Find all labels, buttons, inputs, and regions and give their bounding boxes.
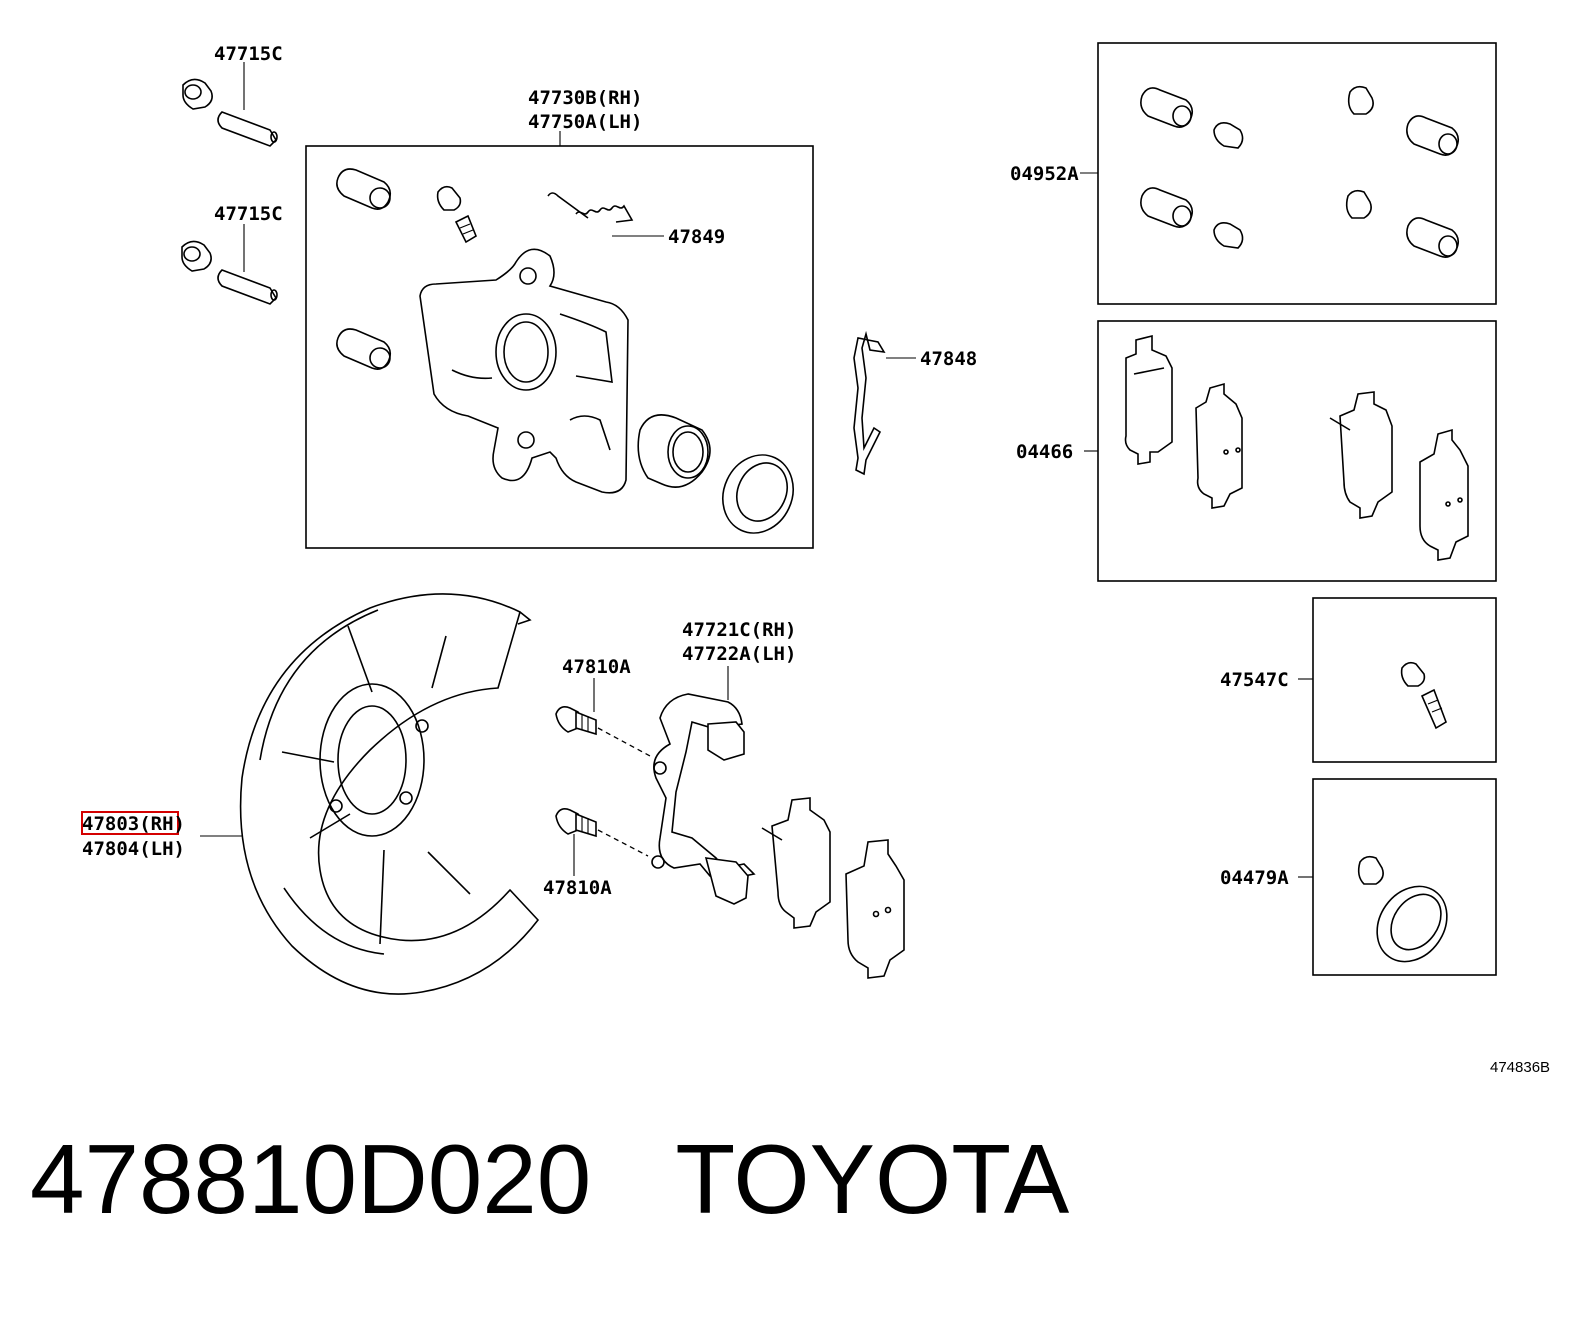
label-47715c-bottom: 47715C: [214, 203, 283, 225]
brand-name: TOYOTA: [675, 1124, 1070, 1234]
slide-pin-top: [182, 78, 278, 147]
pad-kit-parts: [1124, 334, 1469, 561]
label-47715c-top: 47715C: [214, 43, 283, 65]
bleeder-screw: [436, 185, 477, 244]
label-47750a: 47750A(LH): [528, 111, 642, 133]
bushing-kit-parts: [1140, 85, 1460, 258]
dust-cover: [239, 593, 540, 995]
diagram-id: 474836B: [1490, 1059, 1550, 1076]
label-47721c: 47721C(RH): [682, 619, 796, 641]
highlight-47803: [81, 811, 179, 835]
label-04466: 04466: [1016, 441, 1073, 463]
spring-47849: [547, 192, 634, 223]
seal-kit-parts: [1357, 855, 1448, 963]
caliper-bracket: [651, 693, 756, 905]
label-47803: 47803(RH): [82, 813, 185, 835]
slide-pin-bottom: [181, 240, 278, 305]
label-47730b: 47730B(RH): [528, 87, 642, 109]
label-47722a: 47722A(LH): [682, 643, 796, 665]
part-number: 478810D020: [30, 1124, 592, 1234]
brake-pads: [761, 797, 905, 979]
bleeder-kit-parts: [1400, 661, 1447, 730]
label-47810a-top: 47810A: [562, 656, 631, 678]
mount-bolt-top: [555, 706, 597, 736]
caliper-bushings: [336, 168, 392, 370]
label-47810a-bottom: 47810A: [543, 877, 612, 899]
caliper-body: [419, 248, 629, 494]
label-04479a: 04479A: [1220, 867, 1289, 889]
bushing-kit-box: [1097, 42, 1497, 305]
piston-seal: [722, 454, 794, 534]
bleeder-kit-box: [1312, 597, 1497, 763]
label-47849: 47849: [668, 226, 725, 248]
label-47547c: 47547C: [1220, 669, 1289, 691]
piston: [637, 414, 711, 488]
mount-bolt-bottom: [555, 808, 597, 838]
label-47804: 47804(LH): [82, 838, 185, 860]
label-04952a: 04952A: [1010, 163, 1079, 185]
label-47848: 47848: [920, 348, 977, 370]
anti-rattle-clip: [853, 330, 886, 476]
